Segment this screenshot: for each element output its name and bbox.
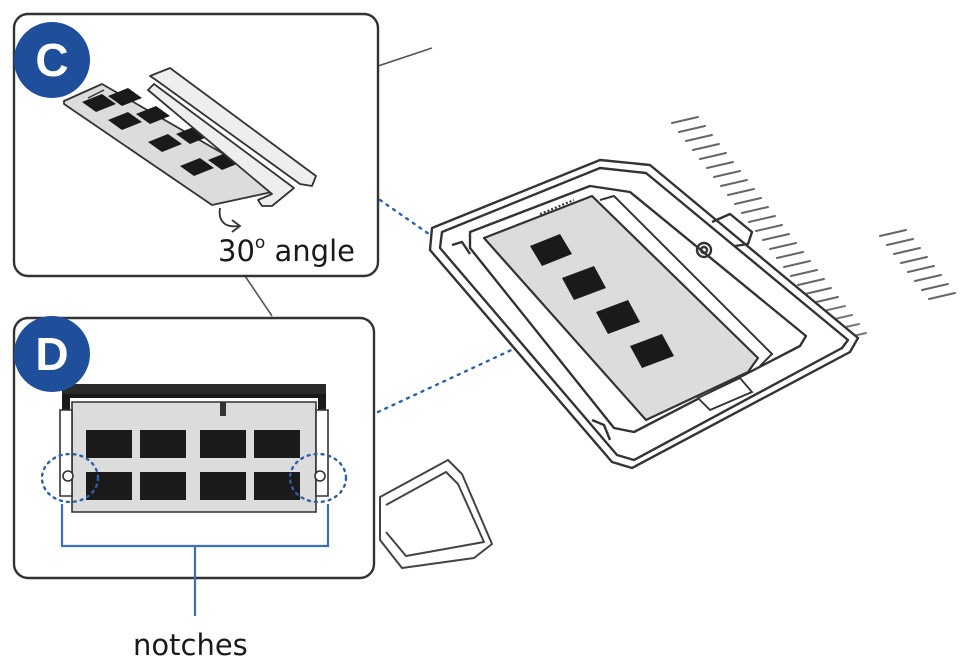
badge-c-letter: C (35, 34, 68, 86)
notch-highlight-icon (40, 452, 348, 504)
ram-chips-front (86, 430, 300, 500)
ram-module-installed (482, 194, 774, 422)
badge-d-letter: D (35, 328, 68, 380)
notches-callout-line (60, 504, 330, 616)
panel-d: D (12, 316, 376, 616)
panel-c: C (12, 12, 380, 278)
angle-label: 30o angle (218, 233, 355, 268)
angle-degree-mark: o (254, 233, 266, 254)
step-badge-c: C (14, 22, 90, 98)
laptop-outline (244, 47, 433, 317)
memory-slot-icon (147, 67, 317, 207)
laptop-foot-outline (379, 459, 493, 569)
ram-module-front (59, 401, 329, 513)
angle-value: 30 (218, 234, 255, 268)
notches-label: notches (133, 628, 248, 662)
curved-arrow-icon (218, 207, 242, 233)
vent-grille-icon (671, 116, 956, 304)
ram-chips (530, 234, 674, 368)
step-badge-d: D (14, 316, 90, 392)
angle-word: angle (274, 234, 355, 268)
